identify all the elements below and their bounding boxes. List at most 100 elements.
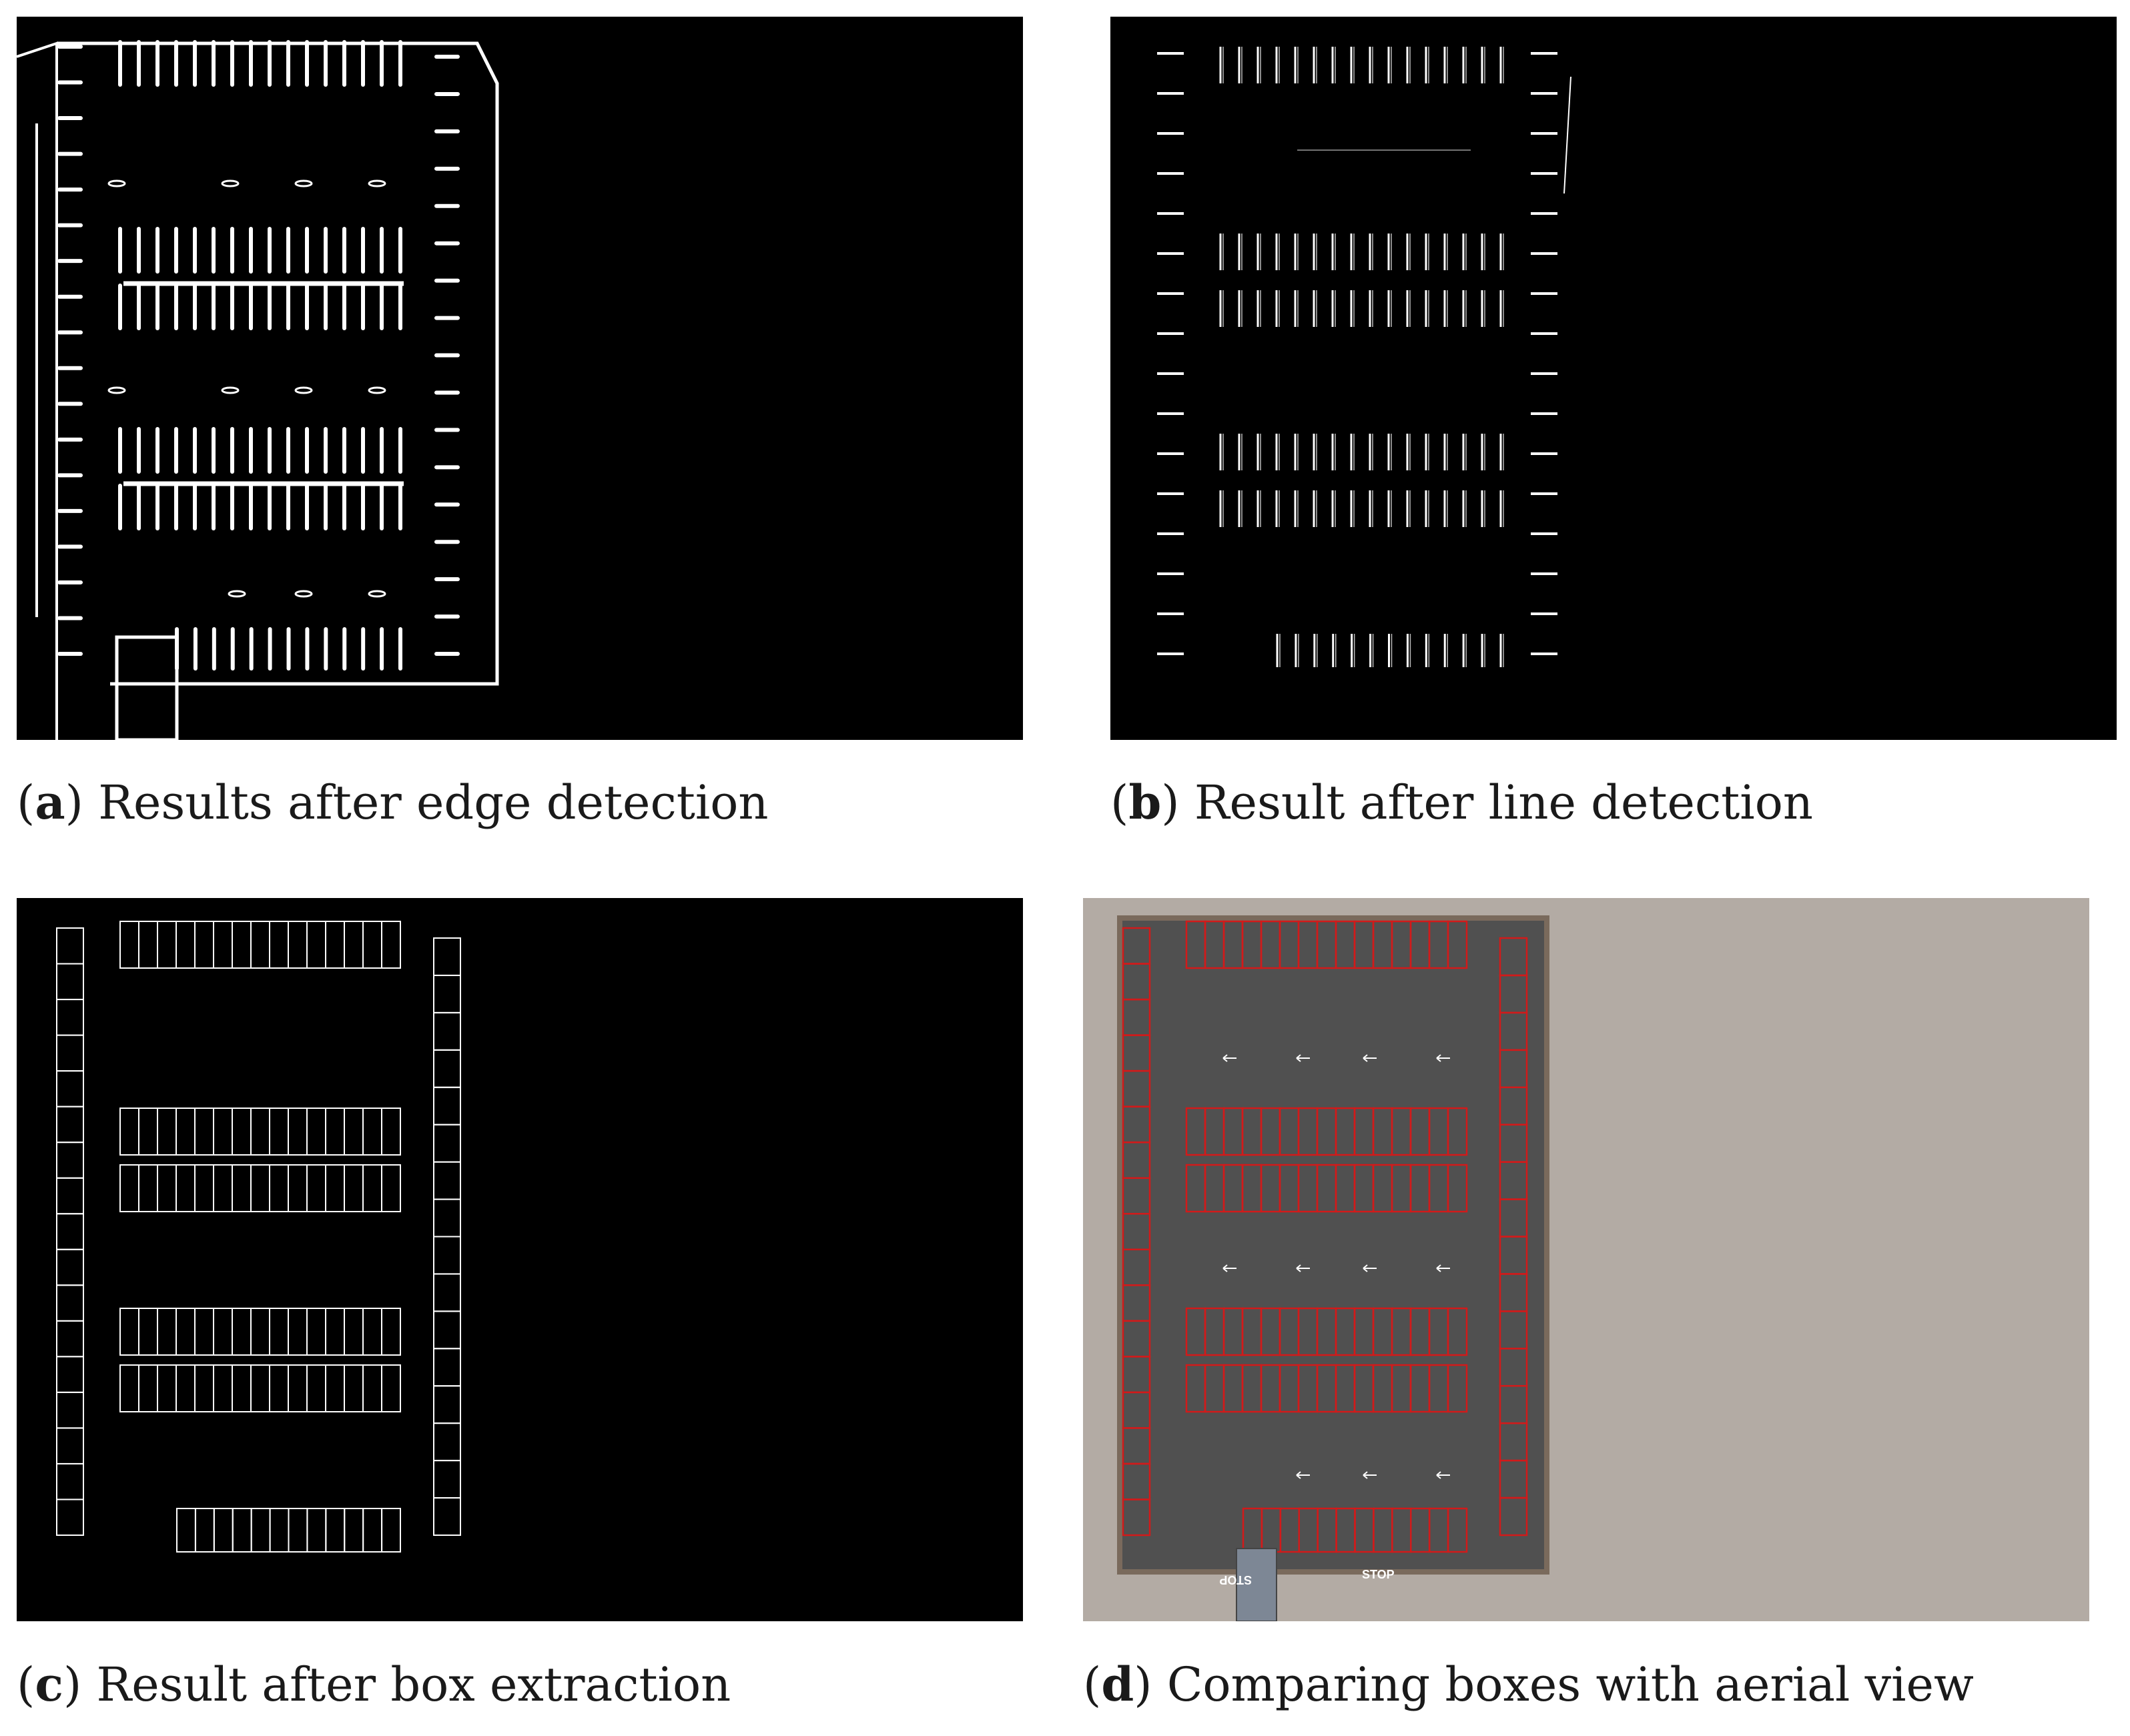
extracted-box — [433, 1161, 461, 1200]
arrow-edge — [107, 179, 126, 187]
extracted-box — [433, 1385, 461, 1424]
caption-b: (b) Result after line detection — [1110, 775, 1813, 830]
extracted-box — [433, 1273, 461, 1312]
extracted-box — [344, 1164, 364, 1212]
extracted-box — [175, 921, 196, 969]
arrow-marking — [1436, 1054, 1450, 1062]
extracted-box — [232, 1364, 252, 1412]
arrow-edge — [294, 386, 313, 394]
extracted-box — [213, 1308, 233, 1356]
extracted-box — [381, 1364, 401, 1412]
extracted-box — [433, 1348, 461, 1387]
extracted-box — [433, 1422, 461, 1462]
line-detection-image — [1157, 47, 1571, 667]
extracted-box — [232, 1108, 252, 1156]
arrow-marking — [1363, 1471, 1377, 1479]
extracted-box — [56, 1356, 84, 1393]
arrow-marking — [1436, 1264, 1450, 1272]
extracted-box — [344, 1308, 364, 1356]
extracted-box — [56, 1320, 84, 1358]
caption-text: Result after box extraction — [96, 1657, 731, 1712]
caption-letter: b — [1128, 775, 1162, 830]
booth-edge — [115, 635, 179, 740]
extracted-box — [288, 1108, 308, 1156]
asphalt-lot — [1117, 915, 1549, 1575]
extracted-box — [56, 1284, 84, 1322]
extracted-box — [176, 1508, 196, 1553]
extracted-box — [288, 921, 308, 969]
caption-text: Comparing boxes with aerial view — [1166, 1657, 1974, 1712]
extracted-box — [362, 1508, 383, 1553]
extracted-box — [175, 1364, 196, 1412]
extracted-box — [119, 1364, 139, 1412]
extracted-box — [306, 1108, 326, 1156]
arrow-marking — [1363, 1054, 1377, 1062]
caption-d: (d) Comparing boxes with aerial view — [1083, 1657, 1974, 1712]
lot-outline-edge — [17, 41, 58, 740]
caption-text: Result after line detection — [1194, 775, 1813, 830]
extracted-box — [213, 1508, 234, 1553]
extracted-box — [232, 1164, 252, 1212]
extracted-box — [433, 1086, 461, 1126]
extracted-box — [157, 1308, 177, 1356]
extracted-box — [362, 921, 382, 969]
extracted-box — [344, 1108, 364, 1156]
extracted-box — [433, 1460, 461, 1499]
stop-sign-right: STOP — [1362, 1568, 1395, 1581]
extracted-box — [362, 1308, 382, 1356]
extracted-box — [157, 921, 177, 969]
extracted-box — [138, 1364, 158, 1412]
extracted-box — [306, 921, 326, 969]
extracted-box — [344, 921, 364, 969]
extracted-box — [433, 1011, 461, 1051]
extracted-box — [56, 1498, 84, 1536]
extracted-box — [157, 1108, 177, 1156]
extracted-box — [250, 1508, 271, 1553]
extracted-box — [325, 1164, 345, 1212]
extracted-box — [381, 1108, 401, 1156]
aerial-view-image: STOP STOP — [1117, 915, 1549, 1621]
arrow-marking — [1222, 1054, 1236, 1062]
extracted-box — [269, 1108, 289, 1156]
extracted-box — [56, 1177, 84, 1215]
extracted-box — [306, 1164, 326, 1212]
extracted-box — [119, 1308, 139, 1356]
extracted-box — [56, 1213, 84, 1250]
extracted-box — [250, 1164, 270, 1212]
extracted-box — [119, 921, 139, 969]
extracted-box — [56, 963, 84, 1001]
extracted-box — [213, 1164, 233, 1212]
panel-aerial-comparison: STOP STOP — [1083, 898, 2089, 1621]
extracted-box — [269, 1508, 290, 1553]
extracted-box — [138, 1108, 158, 1156]
extracted-box — [194, 921, 214, 969]
extracted-box — [250, 1308, 270, 1356]
extracted-box — [213, 921, 233, 969]
extracted-box — [56, 1248, 84, 1286]
panel-box-extraction — [17, 898, 1023, 1621]
extracted-box — [433, 1310, 461, 1350]
arrow-marking — [1296, 1471, 1310, 1479]
extracted-box — [306, 1364, 326, 1412]
extracted-box — [325, 921, 345, 969]
extracted-box — [119, 1108, 139, 1156]
extracted-box — [56, 1106, 84, 1144]
extracted-box — [138, 1164, 158, 1212]
extracted-box — [194, 1508, 215, 1553]
extracted-box — [250, 1364, 270, 1412]
detected-line — [1563, 76, 1571, 194]
extracted-box — [194, 1364, 214, 1412]
extracted-box — [250, 1108, 270, 1156]
extracted-box — [325, 1308, 345, 1356]
extracted-box — [56, 999, 84, 1036]
extracted-box — [433, 1497, 461, 1536]
extracted-box — [433, 974, 461, 1013]
extracted-box — [175, 1308, 196, 1356]
extracted-box — [288, 1508, 308, 1553]
extracted-box — [157, 1364, 177, 1412]
extracted-box — [288, 1364, 308, 1412]
overlay-box — [1122, 1498, 1151, 1537]
arrow-marking — [1296, 1264, 1310, 1272]
arrow-edge — [221, 386, 240, 394]
extracted-box — [232, 921, 252, 969]
